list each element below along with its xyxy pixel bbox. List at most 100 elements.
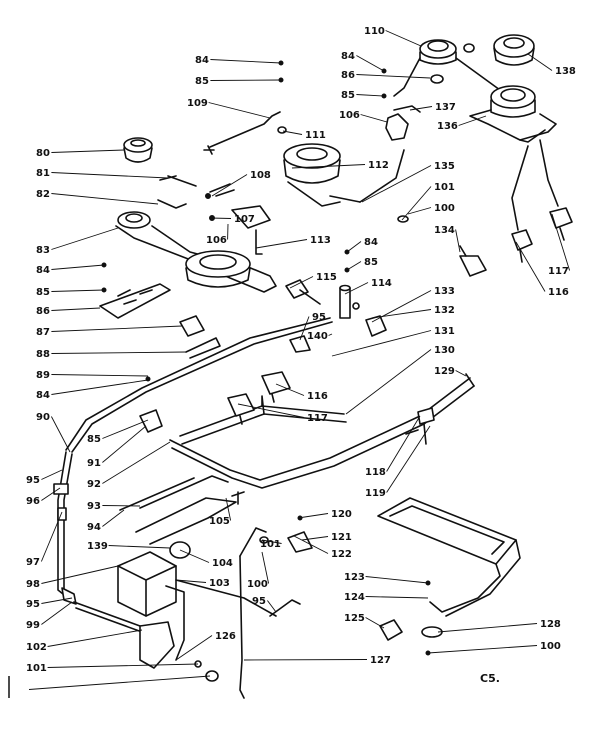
callout: 84 [364, 237, 378, 248]
callout: 86 [36, 306, 50, 317]
leader-line [255, 239, 308, 249]
leader-line [386, 415, 421, 472]
leader-line [299, 316, 310, 341]
callout: 98 [26, 579, 40, 590]
callout: 134 [434, 225, 455, 236]
callout: 85 [87, 434, 101, 445]
callout: 140 [307, 331, 328, 342]
callout: 90 [36, 412, 50, 423]
callout: 93 [87, 501, 101, 512]
callout: 95 [252, 596, 266, 607]
callout: 113 [310, 235, 331, 246]
callout: 91 [87, 458, 101, 469]
leader-line [346, 241, 362, 253]
leader-line [371, 309, 432, 319]
callout: 128 [540, 619, 561, 630]
callout: 95 [26, 475, 40, 486]
leader-line [243, 659, 368, 661]
leader-line [51, 307, 101, 311]
leader-line [261, 539, 282, 544]
leader-line [210, 79, 282, 81]
callout: 106 [339, 110, 360, 121]
callout: 99 [26, 620, 40, 631]
callout: 135 [434, 161, 455, 172]
top-right-burner-assembly [385, 34, 573, 263]
leader-line [179, 549, 210, 563]
callout: 127 [370, 655, 391, 666]
leader-line [437, 623, 538, 633]
leader-line [51, 264, 105, 270]
leader-line [291, 164, 366, 169]
leader-line [51, 227, 119, 250]
leader-line [51, 149, 125, 153]
leader-line [41, 487, 61, 501]
callout: 130 [434, 345, 455, 356]
leader-line [344, 282, 369, 295]
leader-line [282, 130, 303, 135]
callout: 133 [434, 286, 455, 297]
leader-line [210, 59, 282, 64]
callout: 137 [435, 102, 456, 113]
leader-line [301, 536, 329, 541]
leader-line [551, 213, 571, 271]
leader-line [356, 94, 385, 97]
callout-labels: 84 85 109 111 110 84 86 85 138 137 106 1… [26, 26, 576, 674]
leader-line [211, 174, 248, 197]
leader-line [102, 509, 125, 527]
callout-leaders [28, 30, 571, 690]
leader-line [175, 579, 207, 583]
callout: 114 [371, 278, 392, 289]
callout: 107 [234, 214, 255, 225]
leader-line [527, 53, 553, 71]
leader-line [385, 30, 422, 47]
leader-line [175, 635, 213, 661]
callout: 108 [250, 170, 271, 181]
leader-line [331, 330, 432, 357]
callout: 112 [368, 160, 389, 171]
leader-line [346, 261, 362, 271]
diagram-code: C5. [480, 672, 500, 685]
callout: 101 [260, 539, 281, 550]
callout: 129 [434, 366, 455, 377]
callout: 138 [555, 66, 576, 77]
callout: 94 [87, 522, 101, 533]
leader-line [40, 511, 63, 562]
leader-line [28, 675, 211, 690]
left-vertical-pipe [53, 451, 143, 633]
callout: 87 [36, 327, 50, 338]
leader-line [289, 276, 314, 289]
callout: 118 [365, 467, 386, 478]
callout: 104 [212, 558, 233, 569]
leader-line [356, 55, 385, 72]
callout: 121 [331, 532, 352, 543]
callout: 111 [305, 130, 326, 141]
lower-burner-122 [287, 497, 521, 656]
regulator-assembly [117, 541, 277, 682]
leader-line [209, 217, 232, 219]
callout: 125 [344, 613, 365, 624]
leader-line [275, 383, 305, 396]
callout: 119 [365, 488, 386, 499]
callout: 120 [331, 509, 352, 520]
leader-line [41, 601, 73, 625]
leader-line [455, 370, 467, 377]
leader-line [328, 333, 333, 336]
callout: 83 [36, 245, 50, 256]
left-burner-assembly [99, 137, 277, 359]
callout: 95 [26, 599, 40, 610]
gas-manifold [65, 317, 475, 545]
leader-line [427, 645, 538, 654]
leader-line [356, 74, 431, 79]
callout: 110 [364, 26, 385, 37]
callout: 122 [331, 549, 352, 560]
callout: 95 [312, 312, 326, 323]
leader-line [361, 165, 432, 203]
leader-line [208, 102, 271, 119]
leader-line [51, 325, 183, 332]
leader-line [360, 114, 388, 123]
leader-line [102, 441, 171, 484]
leader-line [365, 596, 429, 599]
callout: 105 [209, 516, 230, 527]
